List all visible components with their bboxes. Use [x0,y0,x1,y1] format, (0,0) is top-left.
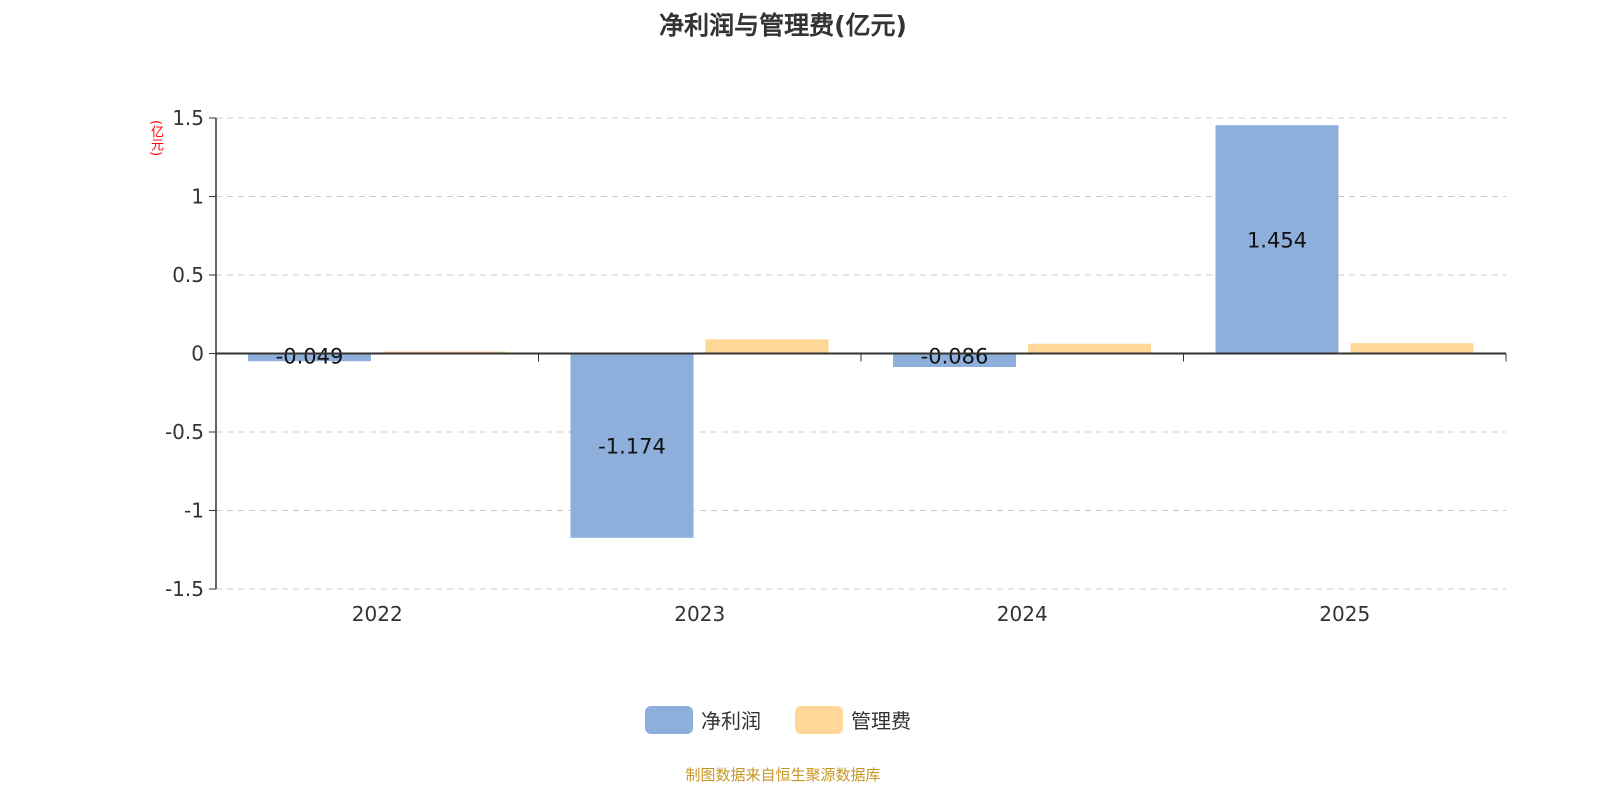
y-tick-label: -1.5 [165,577,204,601]
bar-admin-fee [705,339,829,354]
legend-item-admin-fee[interactable]: 管理费 [795,705,911,734]
bar-net-profit [248,353,371,362]
y-tick-label: -1 [184,499,204,523]
bar-net-profit [570,353,694,538]
bar-admin-fee [383,351,506,354]
y-tick-label: -0.5 [165,420,204,444]
data-label: -1.174 [598,435,666,459]
data-source-note: 制图数据来自恒生聚源数据库 [685,766,881,784]
bar-net-profit [893,353,1016,368]
legend-label: 净利润 [701,709,761,733]
x-tick-label: 2025 [1319,602,1370,626]
data-label: -0.049 [276,345,344,369]
y-axis-unit-label: (亿元) [148,120,163,157]
data-label: 1.454 [1247,228,1307,252]
legend-item-net-profit[interactable]: 净利润 [645,705,761,734]
legend-label: 管理费 [851,709,911,733]
x-tick-label: 2023 [674,602,725,626]
data-label: -0.086 [921,345,989,369]
y-tick-label: 0.5 [172,263,204,287]
x-tick-label: 2022 [352,602,403,626]
y-tick-label: 1.5 [172,106,204,130]
legend-swatch [645,705,693,734]
legend-swatch [795,705,843,734]
bar-admin-fee [1028,343,1151,354]
y-tick-label: 1 [191,185,204,209]
x-tick-label: 2024 [997,602,1048,626]
bar-net-profit [1215,125,1339,354]
bar-admin-fee [1350,343,1474,354]
chart-title: 净利润与管理费(亿元) [659,11,907,40]
y-tick-label: 0 [191,342,204,366]
